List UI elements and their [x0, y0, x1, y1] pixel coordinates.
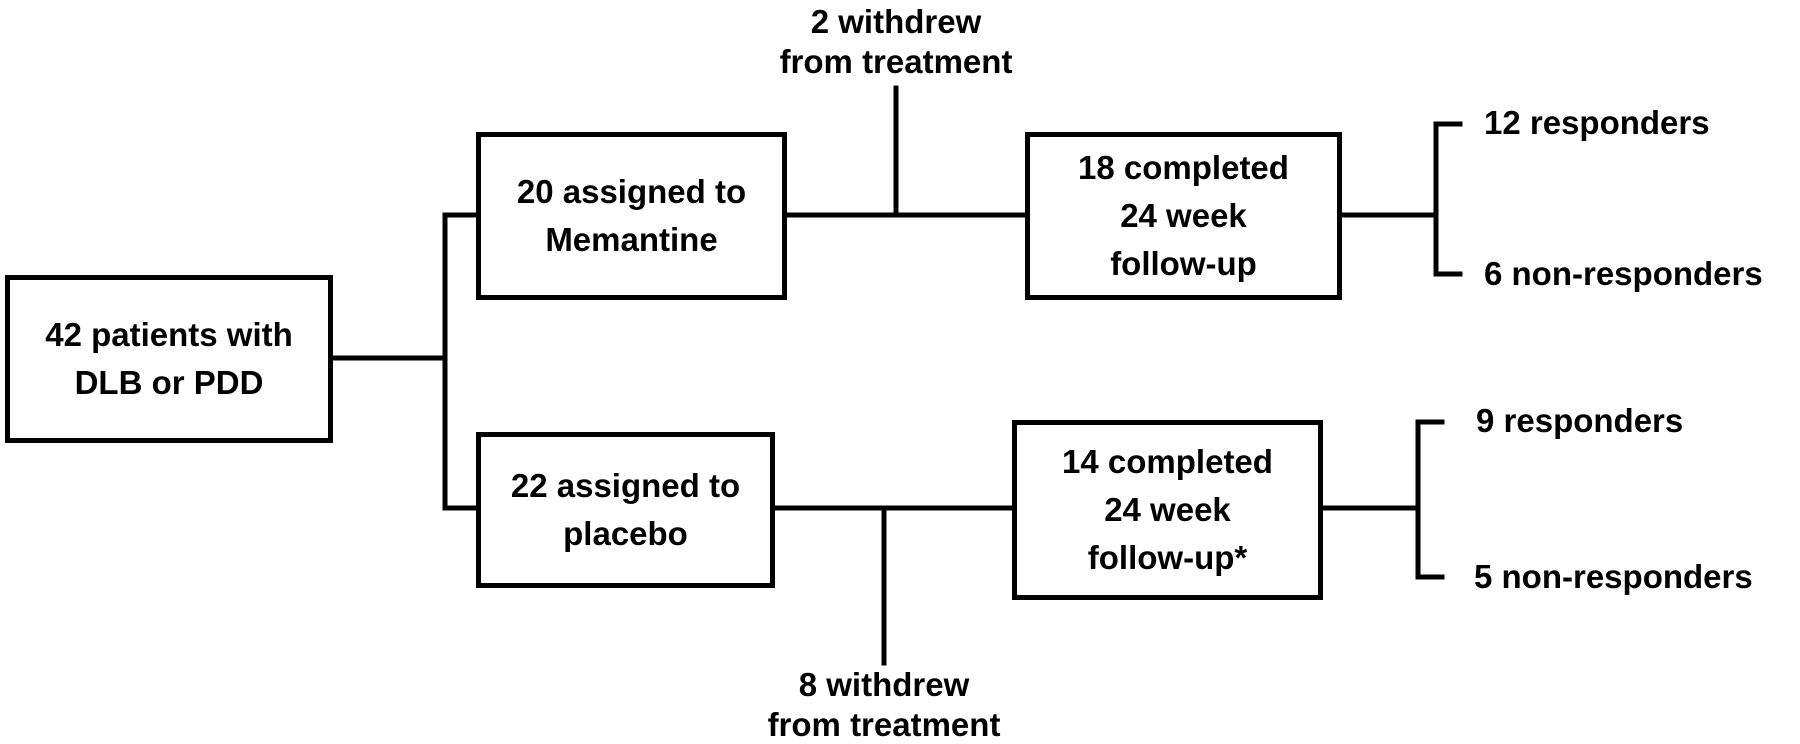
placebo-non-responders-label: 5 non-responders [1474, 558, 1753, 595]
placebo-completed-box: 14 completed 24 week follow-up* [1012, 420, 1323, 600]
memantine-withdrawal-line-1: 2 withdrew [810, 3, 982, 40]
memantine-non-responders-label: 6 non-responders [1484, 255, 1763, 292]
placebo-box-line-1: 22 assigned to [510, 467, 741, 505]
memantine-withdrawal-label: 2 withdrew from treatment [746, 2, 1046, 81]
memantine-completed-line-1: 18 completed [1078, 149, 1289, 187]
memantine-responders-label: 12 responders [1484, 104, 1710, 141]
placebo-responders-label: 9 responders [1476, 402, 1684, 439]
placebo-withdrawal-line-2: from treatment [767, 705, 1001, 743]
placebo-completed-line-3: follow-up* [1087, 538, 1248, 576]
placebo-withdrawal-label: 8 withdrew from treatment [734, 665, 1034, 744]
patients-box-line-2: DLB or PDD [74, 364, 264, 401]
memantine-box: 20 assigned to Memantine [476, 132, 787, 300]
placebo-withdrawal-line-1: 8 withdrew [798, 666, 970, 703]
placebo-completed-line-2: 24 week [1104, 491, 1231, 529]
memantine-completed-box: 18 completed 24 week follow-up [1025, 132, 1342, 300]
placebo-completed-line-1: 14 completed [1062, 443, 1273, 481]
placebo-box-line-2: placebo [563, 515, 688, 552]
patients-box: 42 patients with DLB or PDD [5, 275, 333, 443]
memantine-completed-line-2: 24 week [1120, 197, 1247, 235]
patients-box-line-1: 42 patients with [45, 316, 293, 354]
memantine-completed-line-3: follow-up [1110, 244, 1257, 282]
memantine-box-line-1: 20 assigned to [516, 173, 747, 211]
placebo-box: 22 assigned to placebo [476, 432, 775, 588]
memantine-withdrawal-line-2: from treatment [779, 42, 1013, 80]
memantine-box-line-2: Memantine [545, 221, 718, 258]
